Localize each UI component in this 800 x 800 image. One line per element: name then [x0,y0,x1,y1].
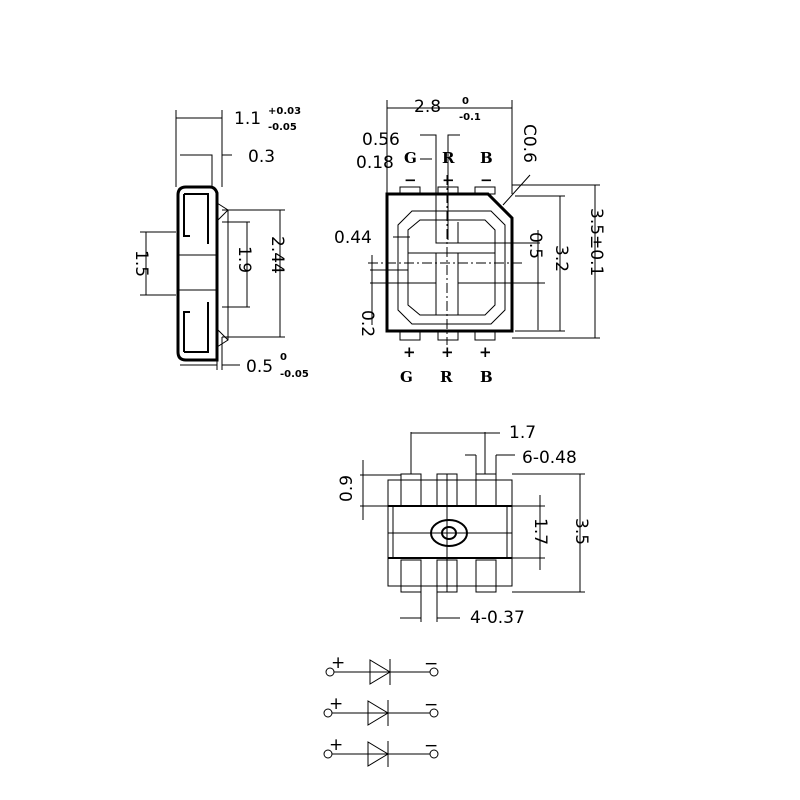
pitch-dim: 0.56 [362,130,400,150]
pad-thickness-dim: 0.5 [246,357,273,377]
bottom-plus-g: + [403,343,416,361]
top-label-b: B [480,149,493,167]
thickness-tol-upper: +0.03 [268,106,301,117]
thickness-dim: 1.1 [234,109,261,129]
minus-sign: − [424,736,438,756]
plus-sign: + [331,653,345,673]
plus-sign: + [329,694,343,714]
top-view: 2.8 0 -0.1 0.56 0.18 C0.6 0.44 0.5 3.2 3… [334,96,606,386]
die-offset-dim: 0.44 [334,228,372,248]
inner-width-dim: 1.9 [234,246,254,273]
top-minus-g: − [404,171,417,189]
bottom-plus-r: + [441,343,454,361]
plus-sign: + [329,735,343,755]
thickness-tol-lower: -0.05 [268,122,297,133]
bottom-label-r: R [440,368,453,386]
pad-tol-upper: 0 [280,352,287,363]
total-height-dim: 3.5±0.1 [586,208,606,276]
edge-dim: 0.2 [357,310,377,337]
side-view: 1.1 +0.03 -0.05 0.3 1.5 1.9 2.44 0.5 0 -… [131,106,309,380]
diode-triangle [367,700,389,726]
top-minus-r: − [442,171,455,189]
bottom-label-g: G [400,368,413,386]
top-label-r: R [442,149,455,167]
gap-dim: 0.18 [356,153,394,173]
die-height-dim: 0.5 [525,232,545,259]
outer-width-dim: 2.44 [267,236,287,274]
minus-sign: − [424,654,438,674]
lens-offset-dim: 0.3 [248,147,275,167]
pad-tol-lower: -0.05 [280,369,309,380]
pad-length-dim: 0.9 [337,475,357,502]
height-dim: 3.5 [571,518,591,545]
body-height-dim: 3.2 [551,245,571,272]
chamfer-dim: C0.6 [519,124,539,163]
bottom-label-b: B [480,368,493,386]
diode-triangle [369,659,391,685]
slot-width-dim: 4-0.37 [470,608,525,628]
width-tol-lower: -0.1 [459,112,481,123]
center-gap-dim: 1.7 [530,518,550,545]
pad-width-dim: 6-0.48 [522,448,577,468]
diode-schematic: + − + − + − [323,653,439,767]
minus-sign: − [424,695,438,715]
top-label-g: G [404,149,417,167]
width-tol-upper: 0 [462,96,469,107]
diode-triangle [367,741,389,767]
pad-span-dim: 1.7 [509,423,536,443]
bottom-view: 1.7 6-0.48 0.9 1.7 3.5 4-0.37 [337,423,591,628]
pad-height-dim: 1.5 [131,250,151,277]
bottom-plus-b: + [479,343,492,361]
top-minus-b: − [480,171,493,189]
width-dim: 2.8 [414,97,441,117]
